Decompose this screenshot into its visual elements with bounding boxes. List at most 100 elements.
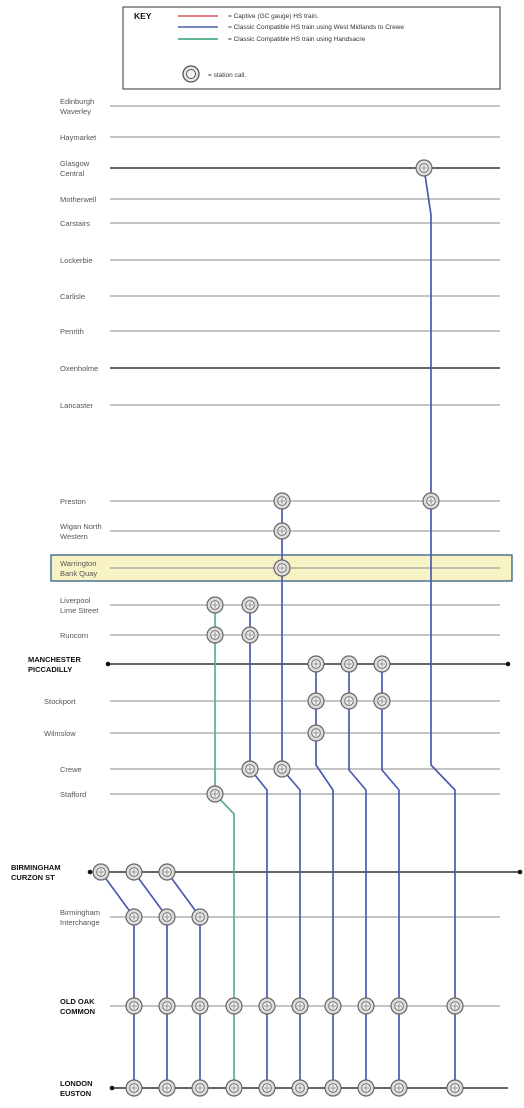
line-end-dot (505, 661, 511, 667)
station-call-marker (125, 908, 143, 926)
station-labels: EdinburghWaverleyHaymarketGlasgowCentral… (11, 97, 102, 1098)
service-route-8 (100, 871, 135, 1088)
line-end-dot (105, 661, 111, 667)
station-call-marker (390, 997, 408, 1015)
service-route-10 (166, 871, 201, 1088)
station-call-marker (446, 1079, 464, 1097)
key-entry-captive: = Captive (GC gauge) HS train. (228, 13, 319, 20)
station-label-liverpool-line-1: Liverpool (60, 596, 91, 605)
line-end-dot (517, 869, 523, 875)
station-call-marker (158, 997, 176, 1015)
station-call-marker (291, 1079, 309, 1097)
station-label-wilmslow: Wilmslow (44, 729, 76, 738)
station-label-penrith: Penrith (60, 327, 84, 336)
station-call-marker (258, 1079, 276, 1097)
station-call-marker (415, 159, 433, 177)
line-end-dot (87, 869, 93, 875)
station-label-glasgow-line-2: Central (60, 169, 85, 178)
station-call-marker (206, 596, 224, 614)
station-label-haymarket: Haymarket (60, 133, 97, 142)
station-call-marker (307, 724, 325, 742)
station-call-marker (422, 492, 440, 510)
station-call-marker (191, 997, 209, 1015)
station-call-marker (340, 655, 358, 673)
key-title: KEY (134, 11, 152, 21)
station-call-marker (241, 760, 259, 778)
station-label-manchester-line-1: MANCHESTER (28, 655, 82, 664)
station-call-marker (191, 908, 209, 926)
station-call-marker (273, 559, 291, 577)
station-label-stockport: Stockport (44, 697, 77, 706)
station-label-wigan-line-1: Wigan North (60, 522, 102, 531)
station-label-crewe: Crewe (60, 765, 82, 774)
station-call-marker (340, 692, 358, 710)
service-route-7 (381, 664, 400, 1088)
station-call-marker (390, 1079, 408, 1097)
station-label-preston: Preston (60, 497, 86, 506)
station-call-marker (125, 863, 143, 881)
station-call-marker (357, 1079, 375, 1097)
station-label-glasgow-line-1: Glasgow (60, 159, 90, 168)
station-call-marker (241, 596, 259, 614)
service-route-4 (249, 605, 268, 1088)
service-route-2 (281, 501, 301, 1088)
station-label-carlisle: Carlisle (60, 292, 85, 301)
service-route-6 (348, 664, 367, 1088)
station-call-icon (182, 65, 200, 83)
station-call-marker (446, 997, 464, 1015)
line-end-dot (109, 1085, 115, 1091)
service-routes (100, 167, 456, 1088)
station-label-lockerbie: Lockerbie (60, 256, 93, 265)
station-call-marker (158, 908, 176, 926)
key-entry-west-midlands: = Classic Compatible HS train using West… (228, 24, 404, 31)
station-call-marker (225, 997, 243, 1015)
station-call-marker (258, 997, 276, 1015)
station-label-old-oak-line-1: OLD OAK (60, 997, 95, 1006)
station-lines (87, 105, 523, 1091)
station-label-old-oak-line-2: COMMON (60, 1007, 95, 1016)
station-call-marker (125, 1079, 143, 1097)
station-label-stafford: Stafford (60, 790, 86, 799)
station-call-marker (273, 492, 291, 510)
station-label-birmingham-interchange-line-2: Interchange (60, 918, 100, 927)
station-label-warrington-line-1: Warrington (60, 559, 96, 568)
station-calls (92, 159, 464, 1097)
station-label-manchester-line-2: PICCADILLY (28, 665, 72, 674)
station-label-birmingham-curzon-line-2: CURZON ST (11, 873, 55, 882)
station-label-lancaster: Lancaster (60, 401, 93, 410)
station-label-birmingham-interchange-line-1: Birmingham (60, 908, 100, 917)
station-call-marker (373, 692, 391, 710)
station-label-warrington-line-2: Bank Quay (60, 569, 97, 578)
station-call-marker (206, 626, 224, 644)
station-call-marker (324, 997, 342, 1015)
station-call-marker (125, 997, 143, 1015)
station-call-marker (92, 863, 110, 881)
key-legend: KEY = Captive (GC gauge) HS train. = Cla… (122, 6, 501, 90)
station-call-marker (324, 1079, 342, 1097)
service-route-9 (133, 871, 168, 1088)
station-label-edinburgh-line-1: Edinburgh (60, 97, 94, 106)
station-label-wigan-line-2: Western (60, 532, 88, 541)
station-label-liverpool-line-2: Lime Street (60, 606, 99, 615)
station-label-euston-line-1: LONDON (60, 1079, 93, 1088)
service-route-1 (423, 167, 456, 1088)
station-call-marker (158, 1079, 176, 1097)
station-label-oxenholme: Oxenholme (60, 364, 98, 373)
station-label-carstairs: Carstairs (60, 219, 90, 228)
station-label-birmingham-curzon-line-1: BIRMINGHAM (11, 863, 61, 872)
station-call-marker (373, 655, 391, 673)
station-label-motherwell: Motherwell (60, 195, 97, 204)
station-label-euston-line-2: EUSTON (60, 1089, 91, 1098)
station-call-marker (273, 760, 291, 778)
station-label-edinburgh-line-2: Waverley (60, 107, 91, 116)
key-station-call-label: = station call. (208, 72, 246, 79)
station-call-marker (307, 655, 325, 673)
station-call-marker (273, 522, 291, 540)
service-route-5 (315, 664, 334, 1088)
station-call-marker (291, 997, 309, 1015)
station-call-marker (357, 997, 375, 1015)
station-label-runcorn: Runcorn (60, 631, 88, 640)
station-call-marker (241, 626, 259, 644)
